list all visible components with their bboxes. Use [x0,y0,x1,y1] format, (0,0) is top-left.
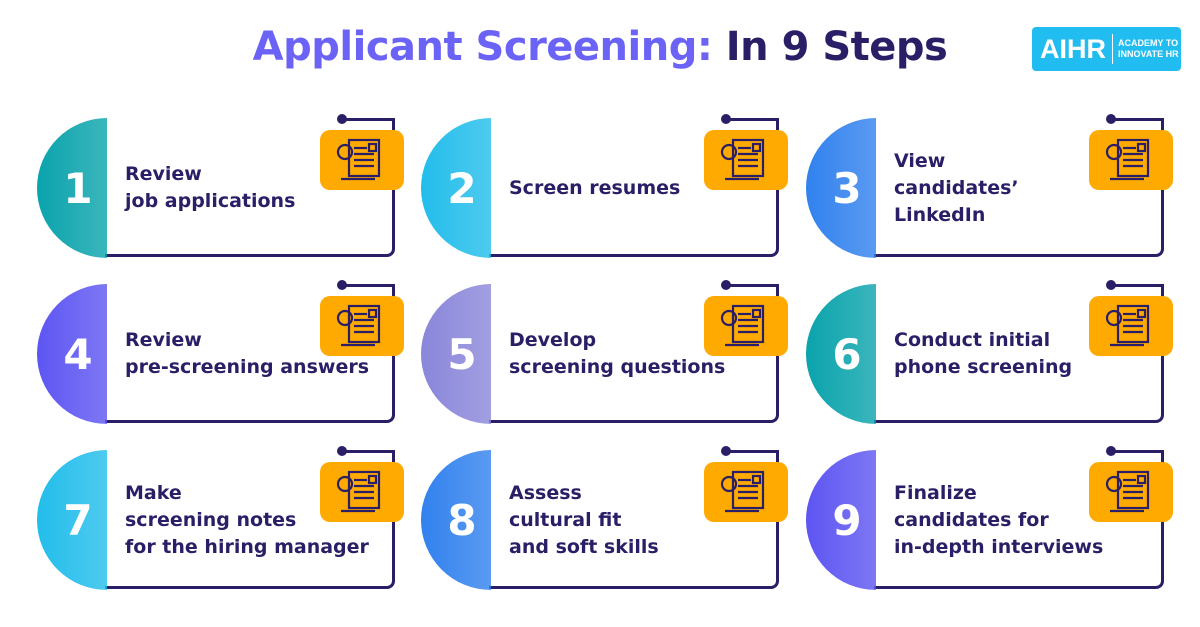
step-card: 3 View candidates’ LinkedIn [806,114,1173,258]
connector-dot [337,446,347,456]
document-pen-icon [320,296,404,356]
step-text-line: Conduct initial [894,329,1051,351]
step-text-line: pre-screening answers [125,356,370,378]
step-number: 5 [421,284,491,424]
step-text-line: phone screening [894,356,1073,378]
step-label: Develop screening questions [509,284,759,424]
step-text-line: Make [125,481,182,504]
phone-call-icon [1089,296,1173,356]
step-number: 1 [37,118,107,258]
step-number: 8 [421,450,491,590]
step-card: 1 Review job applications [37,114,404,258]
connector-dot [337,114,347,124]
idea-bulb-icon [704,296,788,356]
step-text-line: LinkedIn [894,203,986,226]
rating-person-icon [704,462,788,522]
step-text-line: job applications [125,190,296,212]
step-text-line: Review [125,329,202,351]
checklist-gear-icon [320,462,404,522]
step-label: Conduct initial phone screening [894,284,1144,424]
step-label: Make screening notes for the hiring manage… [125,450,375,590]
step-text-line: screening notes [125,508,297,531]
connector-dot [721,280,731,290]
step-label: Review job applications [125,118,375,258]
step-text-line: Review [125,163,202,185]
step-number: 4 [37,284,107,424]
team-icon [1089,462,1173,522]
step-text-line: Develop [509,329,597,351]
step-number: 7 [37,450,107,590]
connector-dot [721,114,731,124]
resume-gear-icon [320,130,404,190]
connector-dot [1106,114,1116,124]
step-text-line: cultural fit [509,508,622,531]
connector-dot [1106,280,1116,290]
step-label: Screen resumes [509,118,759,258]
step-number: 9 [806,450,876,590]
step-text-line: Screen resumes [509,176,681,199]
step-label: View candidates’ LinkedIn [894,118,1144,258]
step-text-line: and soft skills [509,535,659,558]
step-label: Finalize candidates for in-depth interview… [894,450,1144,590]
step-text-line: for the hiring manager [125,535,369,558]
step-text-line: screening questions [509,356,726,378]
step-text-line: Assess [509,481,582,504]
step-text-line: in-depth interviews [894,535,1104,558]
step-card: 2 Screen resumes [421,114,788,258]
step-card: 8 Assess cultural fit and soft skills [421,446,788,590]
step-card: 6 Conduct initial phone screening [806,280,1173,424]
connector-dot [1106,446,1116,456]
step-number: 2 [421,118,491,258]
connector-dot [337,280,347,290]
step-card: 7 Make screening notes for the hiring mana… [37,446,404,590]
connector-dot [721,446,731,456]
resume-icon [704,130,788,190]
page-title: Applicant Screening: In 9 Steps [252,24,948,70]
step-number: 6 [806,284,876,424]
step-card: 5 Develop screening questions [421,280,788,424]
step-text-line: candidates’ [894,176,1019,199]
step-label: Assess cultural fit and soft skills [509,450,759,590]
step-card: 9 Finalize candidates for in-depth intervi… [806,446,1173,590]
step-label: Review pre-screening answers [125,284,375,424]
step-text-line: Finalize [894,481,977,504]
step-text-line: candidates for [894,508,1049,531]
step-number: 3 [806,118,876,258]
step-card: 4 Review pre-screening answers [37,280,404,424]
step-text-line: View [894,149,946,172]
profile-computer-icon [1089,130,1173,190]
